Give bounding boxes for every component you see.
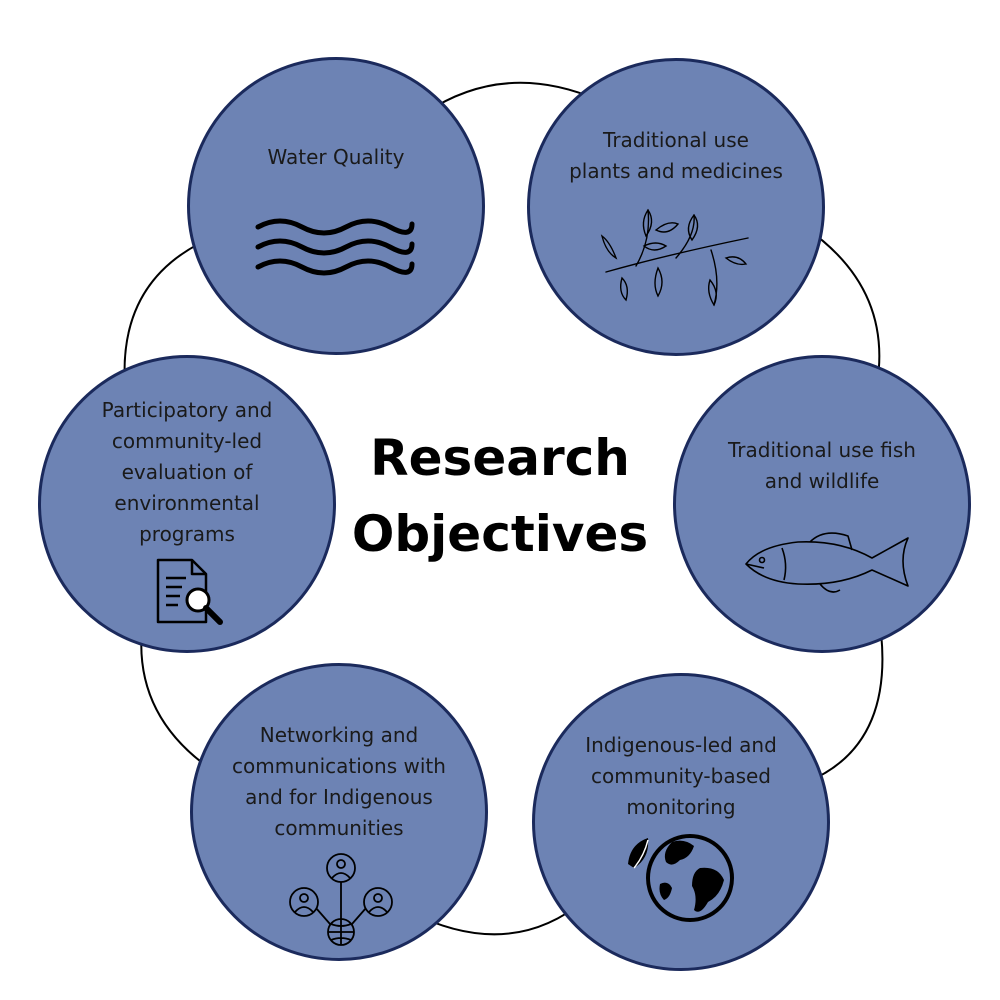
document-search-icon [156, 558, 223, 625]
node-indigenous-monitoring-label: Indigenous-led and community-based monit… [585, 733, 777, 819]
earth-leaf-icon [628, 834, 734, 922]
node-indigenous-monitoring [532, 673, 830, 971]
fish-icon [745, 532, 909, 593]
network-people-icon [289, 853, 393, 946]
diagram-title: Research Objectives [351, 429, 649, 563]
arrow-fish-to-monitoring [807, 623, 884, 782]
node-networking-communications [190, 663, 488, 961]
node-water-quality-label: Water Quality [267, 145, 405, 169]
node-participatory-evaluation-label: Participatory and community-led evaluati… [101, 398, 273, 546]
arrow-water-to-plants [424, 81, 598, 114]
node-plants-medicines [527, 58, 825, 356]
node-fish-wildlife-label: Traditional use fish and wildlife [728, 438, 916, 493]
node-water-quality [187, 57, 485, 355]
node-plants-medicines-label: Traditional use plants and medicines [569, 128, 783, 183]
waves-icon [255, 218, 415, 276]
leaf-branch-icon [600, 208, 749, 307]
node-networking-communications-label: Networking and communications with and f… [232, 723, 446, 840]
node-fish-wildlife [673, 355, 971, 653]
